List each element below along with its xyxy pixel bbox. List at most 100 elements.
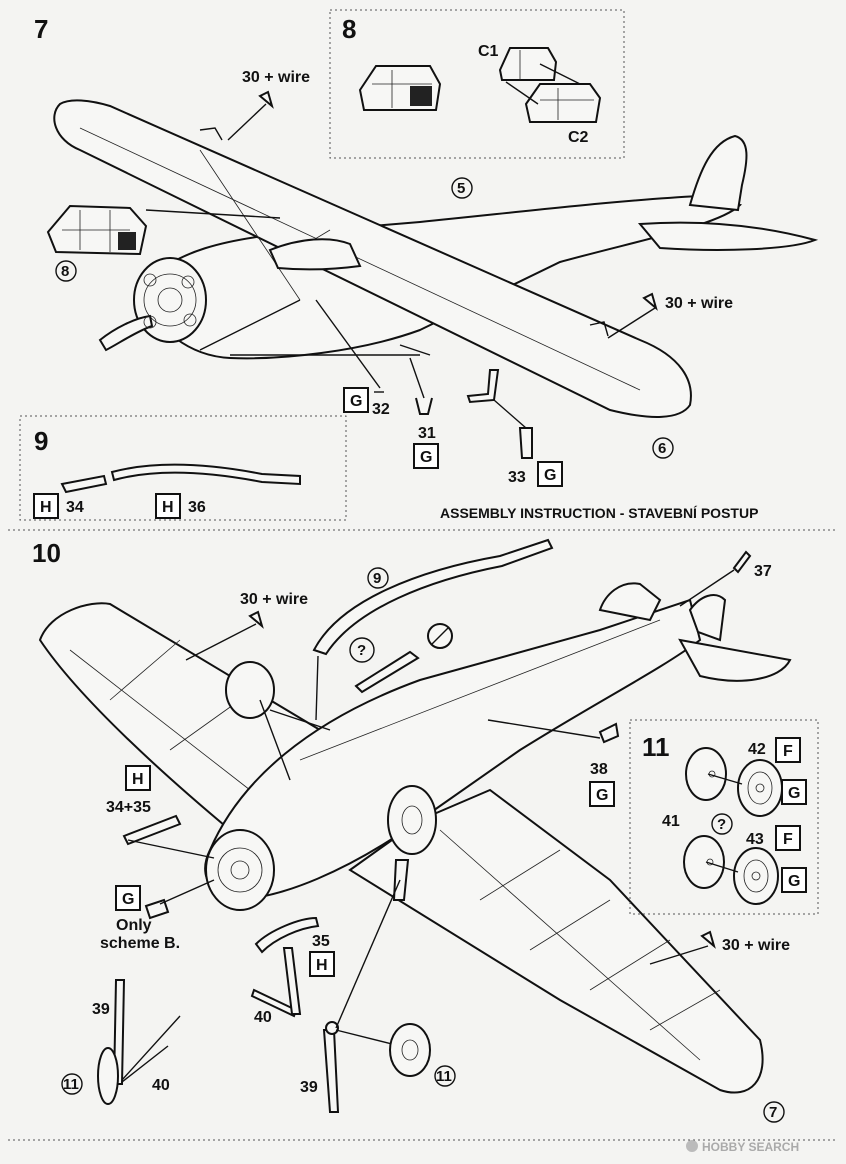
sprue-h-36: H <box>162 499 174 516</box>
part-41-label: 41 <box>662 813 680 830</box>
part-34-label: 34 <box>66 499 84 516</box>
part-36-exhaust-drawing <box>110 463 301 486</box>
sprue-g-box-32 <box>343 387 369 413</box>
callout-circle-11-left <box>61 1073 83 1095</box>
callout-11-left: 11 <box>63 1076 79 1093</box>
sprue-g-box-43 <box>781 867 807 893</box>
sprue-h-35: H <box>316 957 328 974</box>
sprue-f-box-42 <box>775 737 801 763</box>
leader-line <box>335 1029 401 1047</box>
wheel-42-rim <box>747 771 773 805</box>
leader-line <box>227 103 267 141</box>
part-32-label: 32 <box>372 401 390 418</box>
wheel-43-rim <box>743 859 769 893</box>
wheel-43-drawing <box>733 847 779 905</box>
part-31-label: 31 <box>418 425 436 442</box>
step-7-wire-label-top: 30 + wire <box>242 69 310 86</box>
step-10-wire-label-top: 30 + wire <box>240 591 308 608</box>
wheel-half-41a <box>685 747 727 801</box>
sprue-h-box-36 <box>155 493 181 519</box>
sprue-g-42: G <box>788 785 800 802</box>
leader-line <box>705 861 739 873</box>
callout-circle-6 <box>652 437 674 459</box>
step-10-aircraft-drawing <box>38 582 792 1094</box>
sprue-f-42: F <box>783 743 793 760</box>
wheel-half-41b <box>683 835 725 889</box>
sprue-g-box-33 <box>537 461 563 487</box>
sprue-h-box-35 <box>309 951 335 977</box>
part-39-drawing <box>322 1029 340 1113</box>
callout-5: 5 <box>457 180 465 197</box>
step-7-number: 7 <box>34 14 48 44</box>
callout-6: 6 <box>658 440 666 457</box>
callout-circle-5 <box>451 177 473 199</box>
wire-fitting-icon <box>642 292 658 311</box>
part-40-label: 40 <box>254 1009 272 1026</box>
only-label: Only <box>116 917 152 934</box>
leader-line <box>159 879 215 905</box>
exhaust-assembly-drawing <box>312 538 554 656</box>
part-39-label: 39 <box>300 1079 318 1096</box>
part-36-label: 36 <box>188 499 206 516</box>
canopy-part-step8 <box>358 65 442 111</box>
watermark-text: HOBBY SEARCH <box>702 1140 799 1154</box>
wheel-hub <box>401 1039 419 1061</box>
sprue-g-box-42 <box>781 779 807 805</box>
step-7-wire-label-right: 30 + wire <box>665 295 733 312</box>
part-42-label: 42 <box>748 741 766 758</box>
part-37-drawing <box>732 550 752 574</box>
leader-line <box>315 655 319 721</box>
part-c2-drawing <box>524 83 602 123</box>
part-31-drawing <box>415 397 433 415</box>
part-37-label: 37 <box>754 563 772 580</box>
step-8-number: 8 <box>342 14 356 44</box>
sprue-f-43: F <box>783 831 793 848</box>
callout-11-mid: 11 <box>436 1068 452 1085</box>
callout-circle-9 <box>367 567 389 589</box>
leader-line <box>505 81 539 105</box>
wheel-43-hub <box>751 871 761 881</box>
watermark-logo-icon <box>686 1140 698 1152</box>
part-40-strut-drawing <box>250 988 298 1018</box>
sprue-h-box-34 <box>33 493 59 519</box>
part-35-label: 35 <box>312 933 330 950</box>
sprue-g-31: G <box>420 449 432 466</box>
part-39-detail-label: 39 <box>92 1001 110 1018</box>
round-part-slash <box>431 627 449 645</box>
step-10-wire-label-right: 30 + wire <box>722 937 790 954</box>
step-9-number: 9 <box>34 426 48 456</box>
sprue-g-32: G <box>350 393 362 410</box>
detail-wheel-drawing <box>97 1047 119 1105</box>
scheme-b-part-drawing <box>144 898 170 920</box>
leader-line <box>607 307 656 339</box>
part-c2-label: C2 <box>568 129 589 146</box>
sprue-g-38: G <box>596 787 608 804</box>
wire-fitting-icon <box>248 610 264 629</box>
sprue-g-43: G <box>788 873 800 890</box>
sprue-g-box-scheme <box>115 885 141 911</box>
part-38-label: 38 <box>590 761 608 778</box>
part-38-drawing <box>598 722 620 744</box>
leader-line <box>145 209 281 219</box>
leader-line <box>409 357 425 399</box>
leader-line <box>335 879 401 1029</box>
question-mark: ? <box>357 642 366 659</box>
part-33-drawing <box>518 427 533 459</box>
sprue-h-34: H <box>40 499 52 516</box>
sprue-g-scheme: G <box>122 891 134 908</box>
small-part-drawing <box>354 650 420 694</box>
callout-circle-7 <box>763 1101 785 1123</box>
callout-9: 9 <box>373 570 381 587</box>
question-circle-11 <box>711 813 733 835</box>
part-40-leg-drawing <box>282 947 302 1015</box>
leader-line <box>707 773 743 785</box>
scheme-b-label: scheme B. <box>100 935 180 952</box>
leader-line <box>315 299 381 389</box>
callout-7: 7 <box>769 1104 777 1121</box>
wheel-42-hub <box>755 783 765 793</box>
hobby-search-watermark: HOBBY SEARCH <box>686 1140 799 1154</box>
strut-line <box>121 1015 181 1081</box>
assembly-heading: ASSEMBLY INSTRUCTION - STAVEBNÍ POSTUP <box>440 505 758 521</box>
sprue-h-34-35: H <box>132 771 144 788</box>
